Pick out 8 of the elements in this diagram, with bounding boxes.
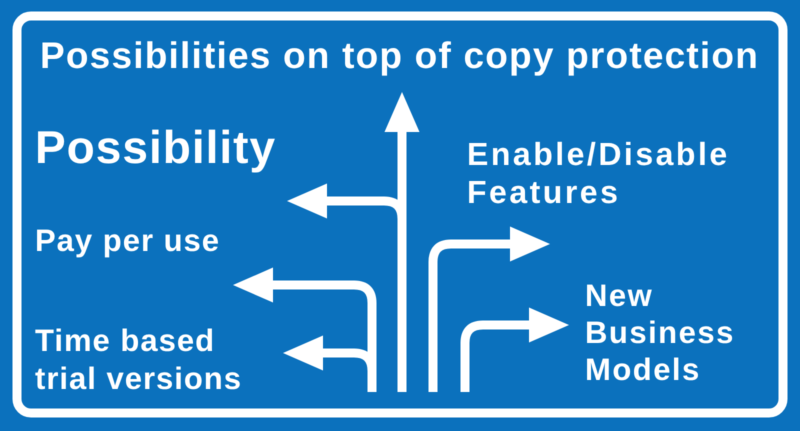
arrow — [460, 308, 569, 392]
arrow — [428, 226, 550, 392]
destination-label: Time based trial versions — [35, 322, 243, 398]
section-heading: Possibility — [35, 122, 278, 173]
destination-label: Enable/Disable Features — [467, 135, 731, 211]
destination-label: New Business Models — [585, 277, 736, 388]
sign-title: Possibilities on top of copy protection — [40, 35, 760, 77]
destination-label: Pay per use — [35, 222, 222, 260]
